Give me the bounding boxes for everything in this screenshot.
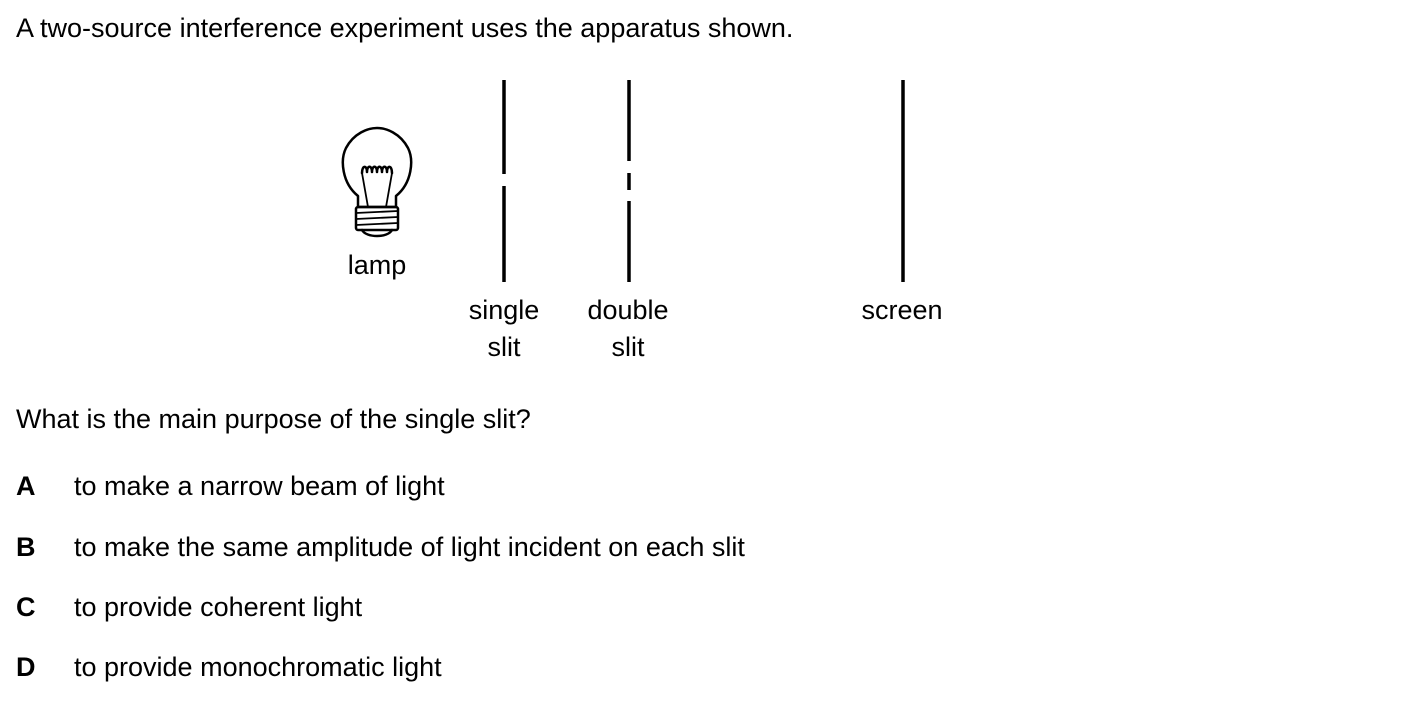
double-slit-label: double slit: [587, 295, 669, 362]
lamp-icon: [341, 126, 413, 238]
single-slit-label: single slit: [468, 295, 540, 362]
option-text: to make a narrow beam of light: [74, 471, 445, 501]
option-text: to provide coherent light: [74, 592, 363, 622]
option-letter: C: [16, 592, 36, 622]
option-text: to make the same amplitude of light inci…: [74, 532, 745, 562]
lamp-label: lamp: [347, 250, 407, 280]
option-letter: B: [16, 532, 36, 562]
option-letter: D: [16, 652, 36, 682]
intro-text: A two-source interference experiment use…: [16, 13, 794, 43]
screen-label: screen: [861, 295, 943, 325]
option-letter: A: [16, 471, 36, 501]
apparatus-diagram: [341, 80, 905, 282]
option-text: to provide monochromatic light: [74, 652, 442, 682]
question-text: What is the main purpose of the single s…: [16, 404, 531, 434]
